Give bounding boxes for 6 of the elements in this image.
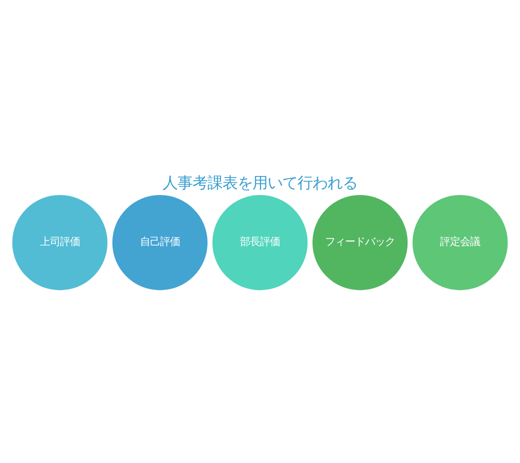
- node-circle: フィードバック: [312, 195, 408, 290]
- node-circle: 上司評価: [12, 195, 108, 290]
- diagram-title: 人事考課表を用いて行われる: [162, 174, 358, 192]
- node-circle: 評定会議: [412, 195, 508, 290]
- node-circle: 部長評価: [212, 195, 308, 290]
- node-circle: 自己評価: [112, 195, 208, 290]
